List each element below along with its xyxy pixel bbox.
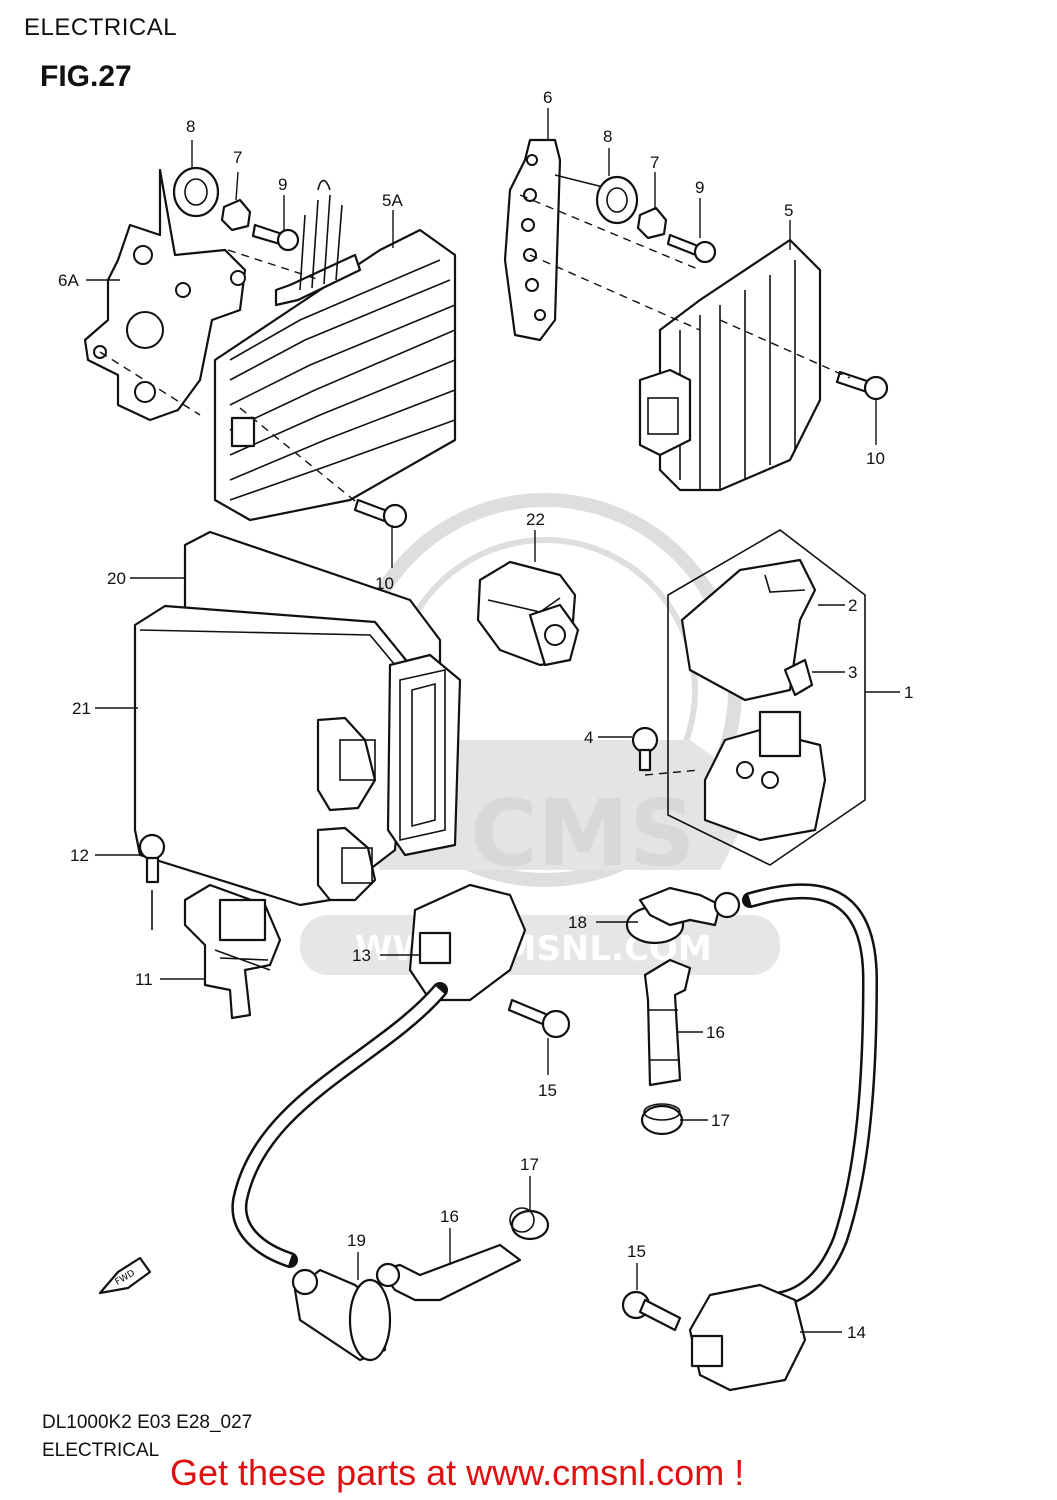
callout-21: 21 (72, 699, 91, 718)
callout-6A: 6A (58, 271, 79, 290)
callout-6: 6 (543, 88, 552, 107)
cap-17-lower (509, 1207, 550, 1241)
relay-assembly-1-box (667, 529, 866, 866)
figure-number: FIG.27 (40, 60, 132, 93)
collar-7-left (220, 198, 252, 232)
connector-22 (476, 560, 580, 667)
callout-17-upper: 17 (711, 1111, 730, 1130)
callout-16-lower: 16 (440, 1207, 459, 1226)
callout-19: 19 (347, 1231, 366, 1250)
bolt-15-center (507, 998, 571, 1039)
callout-22: 22 (526, 510, 545, 529)
bolt-10-right (835, 370, 889, 401)
bolt-10-left (353, 498, 408, 529)
callout-15-center: 15 (538, 1081, 557, 1100)
ignition-coil-14 (688, 1283, 807, 1392)
regulator-5 (638, 238, 822, 492)
cta-link[interactable]: Get these parts at www.cmsnl.com ! (170, 1452, 745, 1493)
callout-labels: 8 7 9 5A 6A 6 8 7 9 5 10 10 22 20 21 2 3… (58, 88, 913, 1342)
callout-8-right: 8 (603, 127, 612, 146)
callout-15-lower: 15 (627, 1242, 646, 1261)
bolt-9-left (251, 223, 300, 252)
sensor-11 (183, 883, 282, 1020)
callout-4: 4 (584, 728, 593, 747)
starter-relay (703, 710, 827, 842)
cap-17-upper (640, 1103, 684, 1136)
fuse-3 (783, 658, 814, 697)
callout-18: 18 (568, 913, 587, 932)
fwd-arrow-icon: FWD (98, 1256, 152, 1295)
callout-9-right: 9 (695, 178, 704, 197)
ecm-connector-large (386, 653, 462, 857)
bracket-6 (503, 138, 616, 342)
bolt-12 (138, 833, 166, 930)
callout-16-upper: 16 (706, 1023, 725, 1042)
ecm-connector-small-2 (316, 826, 377, 902)
screw-4 (631, 726, 701, 776)
watermark-brand: CMS (470, 780, 695, 887)
callout-2: 2 (848, 596, 857, 615)
leader-lines (86, 108, 900, 1333)
callout-14: 14 (847, 1323, 866, 1342)
callout-12: 12 (70, 846, 89, 865)
callout-5A: 5A (382, 191, 403, 210)
plug-cap-18 (625, 886, 741, 945)
bolt-15-lower (621, 1290, 682, 1332)
ignition-coil-13 (408, 883, 527, 1002)
callout-13: 13 (352, 946, 371, 965)
grommet-8-left (172, 166, 220, 218)
callout-7-right: 7 (650, 153, 659, 172)
callout-10-left: 10 (375, 574, 394, 593)
plug-cap-19 (291, 1268, 392, 1362)
callout-8-left: 8 (186, 117, 195, 136)
page-title: ELECTRICAL (24, 14, 178, 41)
callout-20: 20 (107, 569, 126, 588)
relay-cover-2 (680, 558, 817, 702)
plug-lead-16-lower (375, 1243, 522, 1302)
model-code: DL1000K2 E03 E28_027 (42, 1412, 253, 1433)
plug-lead-16-upper (643, 958, 692, 1087)
callout-11: 11 (135, 970, 153, 989)
footer-section-title: ELECTRICAL (42, 1440, 160, 1461)
callout-7-left: 7 (233, 148, 242, 167)
collar-7-right (636, 206, 668, 240)
bolt-9-right (666, 233, 717, 264)
callout-9-left: 9 (278, 175, 287, 194)
callout-5: 5 (784, 201, 793, 220)
callout-1: 1 (904, 683, 913, 702)
ecm-connector-small-1 (316, 716, 377, 812)
callout-3: 3 (848, 663, 857, 682)
grommet-8-right (595, 175, 639, 225)
lead-to-coil-14 (742, 883, 878, 1308)
high-tension-lead-13 (231, 982, 448, 1268)
callout-17-lower: 17 (520, 1155, 539, 1174)
callout-10-right: 10 (866, 449, 885, 468)
regulator-5A (213, 179, 457, 522)
